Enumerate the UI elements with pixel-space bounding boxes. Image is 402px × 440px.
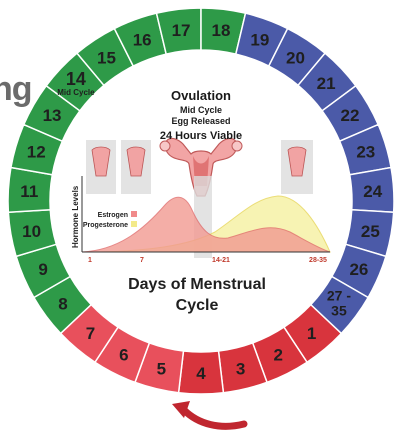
day-label-1: 1 bbox=[307, 324, 316, 343]
day-label-25: 25 bbox=[361, 222, 380, 241]
tick-7: 7 bbox=[140, 257, 144, 264]
day-label-26: 26 bbox=[349, 260, 368, 279]
day-label-21: 21 bbox=[317, 74, 336, 93]
day-label-20: 20 bbox=[286, 48, 305, 67]
day-label-12: 12 bbox=[27, 143, 46, 162]
ovulation-viable: 24 Hours Viable bbox=[160, 130, 242, 142]
day-label-9: 9 bbox=[38, 260, 47, 279]
mid-cycle-label: Mid Cycle bbox=[57, 88, 95, 97]
curved-arrow-icon bbox=[172, 401, 244, 426]
day-label-14: 14 bbox=[66, 69, 86, 89]
day-label-3: 3 bbox=[236, 359, 245, 378]
day-label-10: 10 bbox=[22, 222, 41, 241]
day-label-11: 11 bbox=[20, 182, 38, 201]
legend-estrogen: Estrogen bbox=[98, 212, 128, 219]
day-label-8: 8 bbox=[58, 295, 67, 314]
day-label-23: 23 bbox=[356, 143, 375, 162]
day-label-13: 13 bbox=[43, 106, 62, 125]
day-label-17: 17 bbox=[172, 21, 191, 40]
day-label-4: 4 bbox=[196, 364, 206, 383]
day-label-18: 18 bbox=[212, 21, 231, 40]
day-label-24: 24 bbox=[363, 182, 382, 201]
day-label-2: 2 bbox=[273, 346, 282, 365]
day-label-7: 7 bbox=[86, 324, 95, 343]
legend-swatch-estrogen bbox=[131, 211, 137, 217]
day-label-5: 5 bbox=[157, 359, 166, 378]
day-label-6: 6 bbox=[119, 346, 128, 365]
day-label-15: 15 bbox=[97, 48, 116, 67]
day-label-22: 22 bbox=[340, 106, 359, 125]
center-title-line1: Days of Menstrual bbox=[128, 276, 266, 293]
tick-28-35: 28-35 bbox=[309, 257, 327, 264]
center-title-line2: Cycle bbox=[176, 297, 219, 314]
day-label-19: 19 bbox=[250, 30, 269, 49]
chart-ylabel: Hormone Levels bbox=[71, 185, 80, 248]
legend-swatch-progesterone bbox=[131, 221, 137, 227]
ovulation-line2: Egg Released bbox=[171, 116, 230, 126]
ovulation-line1: Mid Cycle bbox=[180, 105, 222, 115]
tick-1: 1 bbox=[88, 257, 92, 264]
tick-14-21: 14-21 bbox=[212, 257, 230, 264]
day-label-16: 16 bbox=[133, 30, 152, 49]
legend-progesterone: Progesterone bbox=[83, 222, 128, 229]
ovulation-title: Ovulation bbox=[171, 88, 231, 103]
